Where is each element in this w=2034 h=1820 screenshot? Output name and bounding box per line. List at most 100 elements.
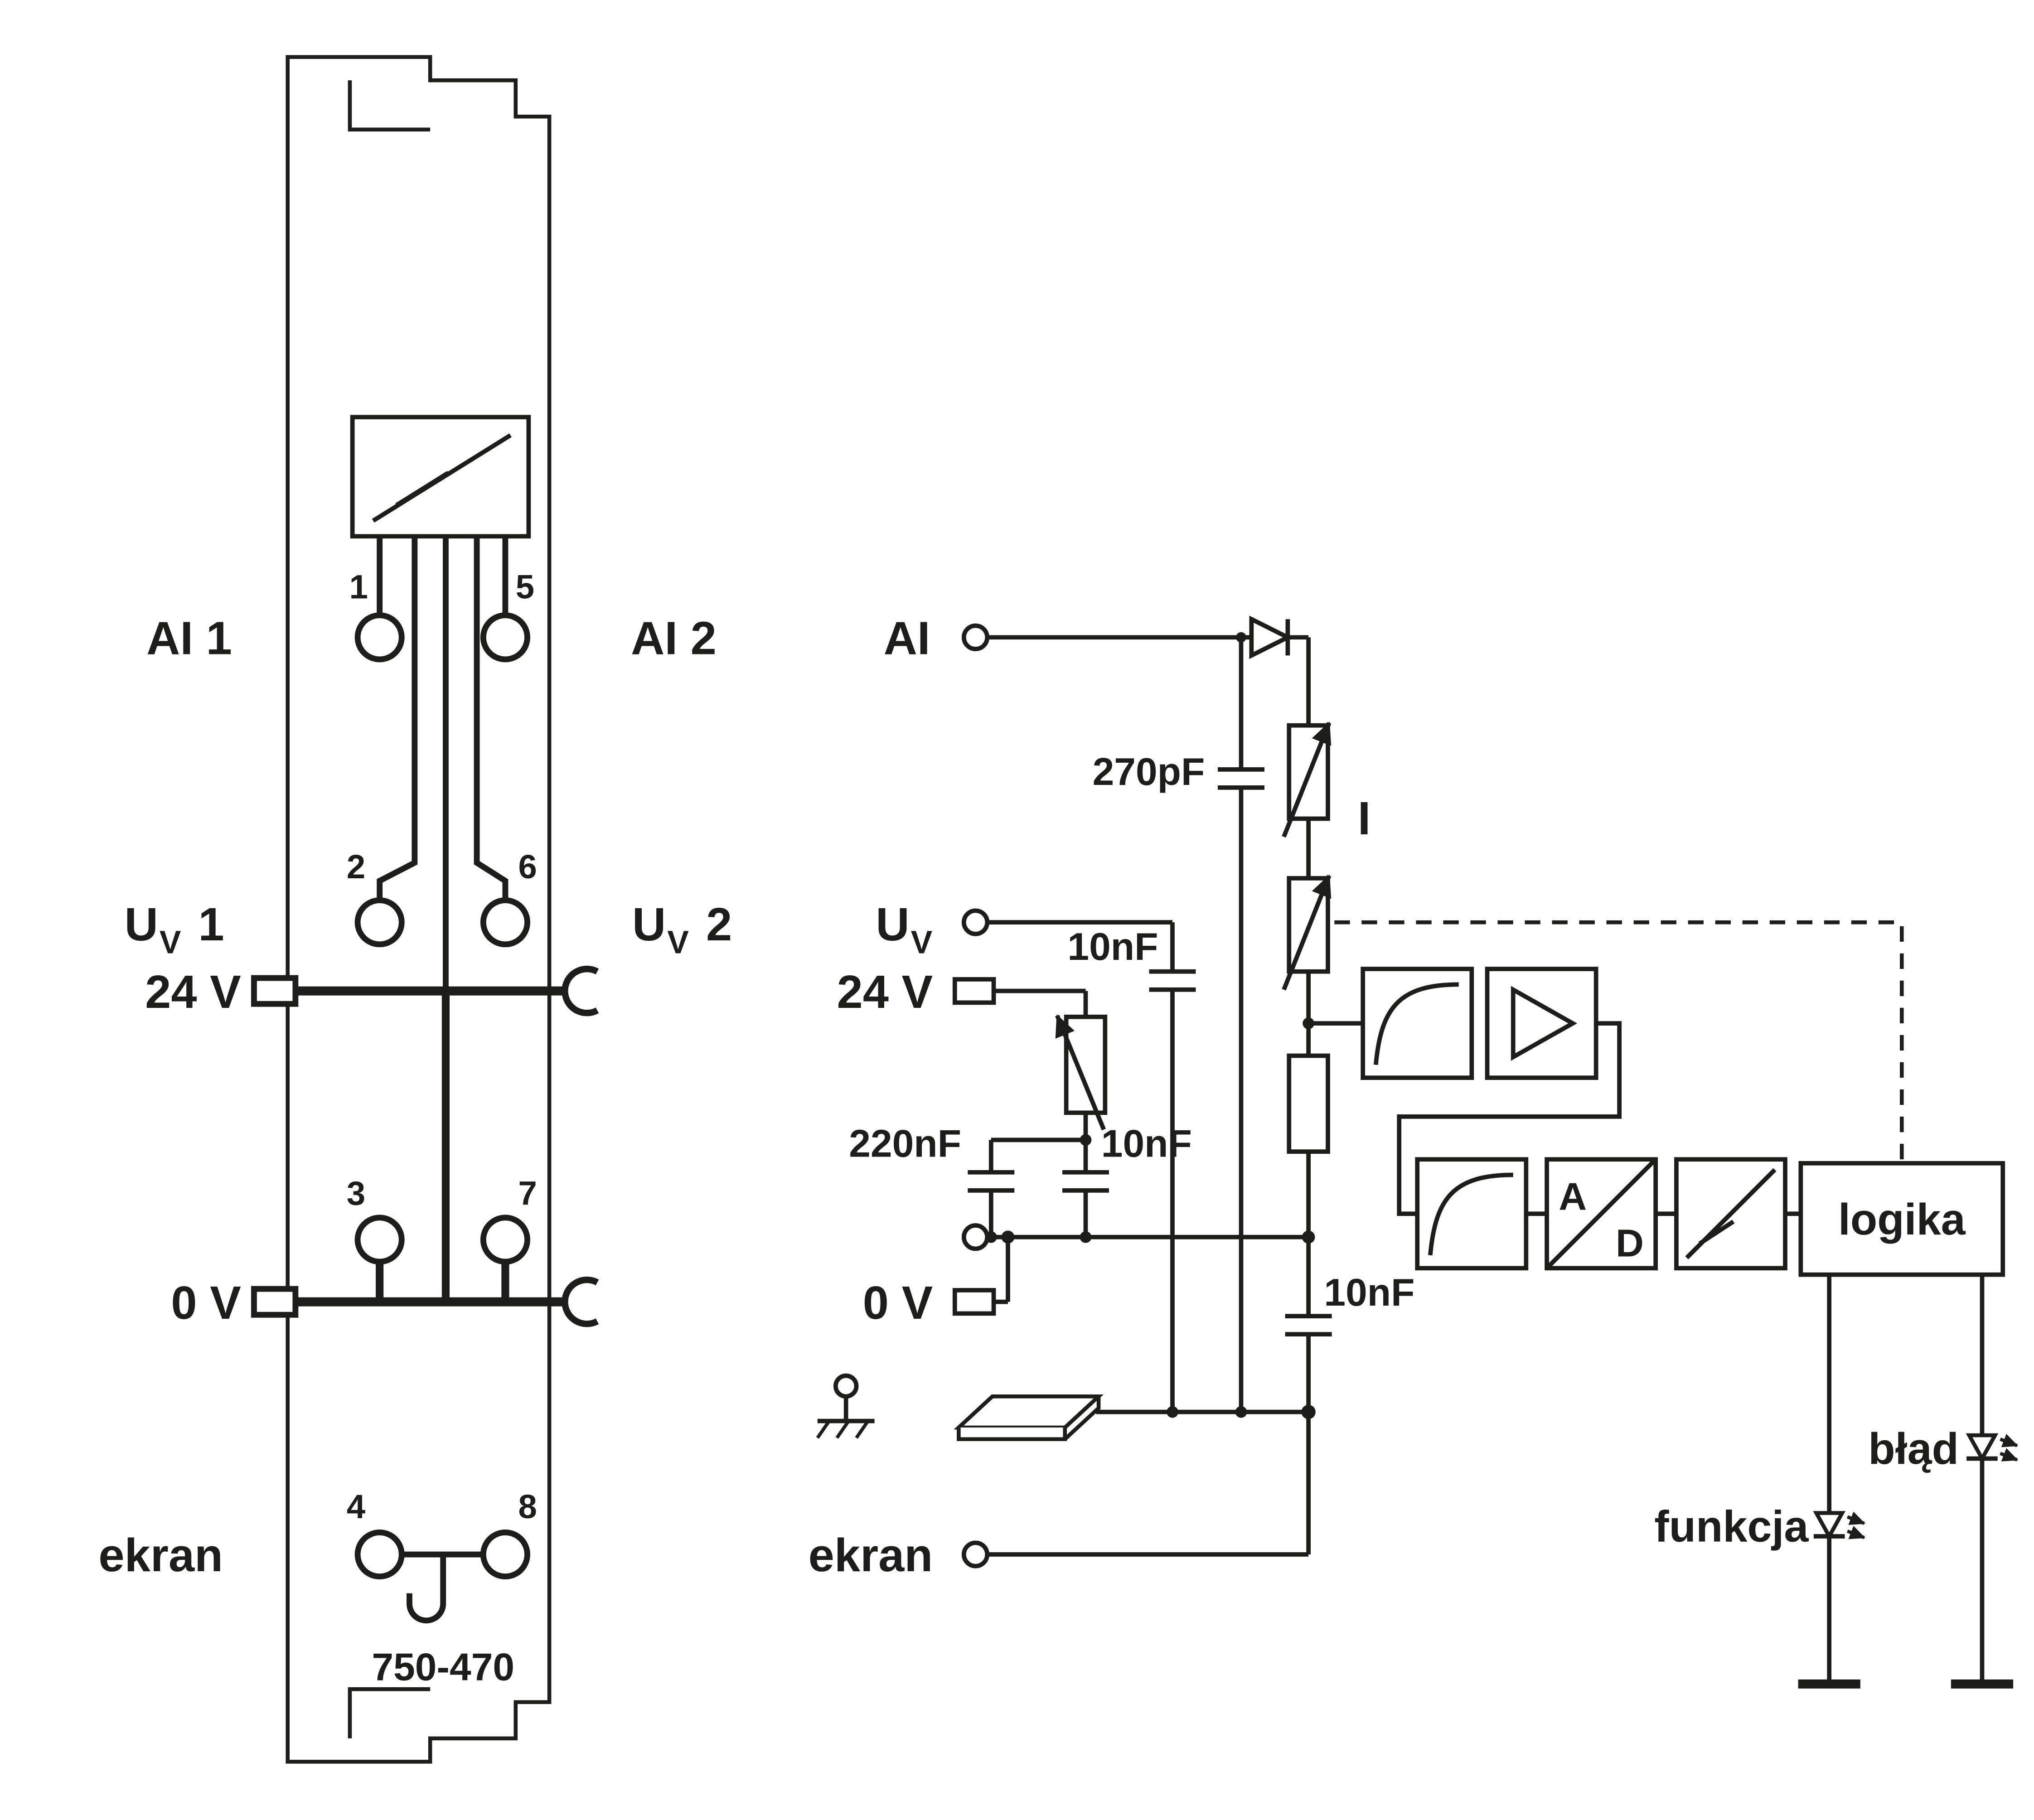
led-function-icon	[1813, 1511, 1846, 1540]
contact-3	[354, 1215, 405, 1265]
terminal-24v-square	[952, 977, 996, 1005]
contact-8	[480, 1530, 530, 1580]
contact-7	[480, 1215, 530, 1265]
pin-number-3: 3	[347, 1174, 365, 1212]
terminal-0v-rail	[961, 1223, 990, 1251]
bus-socket-0v	[562, 1276, 599, 1327]
adc-label-a: A	[1559, 1175, 1587, 1219]
earth-hatch-2	[835, 1420, 850, 1439]
label-uv-sub: V	[911, 925, 933, 961]
label-uv1-num: 1	[199, 898, 224, 950]
label-24v-right: 24 V	[837, 966, 933, 1018]
label-220nf: 220nF	[849, 1122, 961, 1166]
filter-curve-1	[1373, 982, 1459, 1065]
amplifier-triangle-icon	[1511, 986, 1578, 1061]
ground-rail	[816, 1373, 1316, 1557]
wire-pin6	[474, 536, 508, 900]
pin-number-2: 2	[347, 848, 365, 886]
module-isolation-symbol	[350, 415, 531, 539]
wire-pin2	[377, 536, 418, 900]
label-uv2-num: 2	[706, 898, 732, 950]
module-claw-top	[348, 80, 431, 132]
label-ai1: AI 1	[146, 612, 232, 664]
label-current: I	[1358, 792, 1371, 844]
led-indicators: funkcja błąd	[1654, 1274, 2019, 1689]
label-ekran-right: ekran	[809, 1529, 933, 1581]
label-part-number: 750-470	[372, 1645, 514, 1689]
variable-resistor-3-arrow	[1055, 1014, 1106, 1131]
module-claw-bottom	[348, 1687, 431, 1738]
terminal-0v-square	[952, 1288, 996, 1316]
processing-row-2: A D logika	[1415, 1157, 2005, 1277]
label-funkcja: funkcja	[1654, 1501, 1809, 1551]
pin-number-1: 1	[349, 568, 368, 606]
jumper-contact-0v	[251, 1286, 299, 1318]
row-link-wire	[1397, 1021, 1622, 1216]
label-uv-base: U	[876, 898, 909, 950]
amplifier-box	[1485, 967, 1598, 1080]
led-function-ray-2	[1846, 1525, 1866, 1539]
label-10nf-mid: 10nF	[1101, 1122, 1192, 1166]
label-blad: błąd	[1868, 1424, 1959, 1473]
earth-hatch-3	[855, 1420, 870, 1439]
earth-symbol-circle	[833, 1373, 859, 1399]
diode-icon	[1249, 615, 1293, 659]
bus-socket-24v	[562, 965, 599, 1016]
shield-hook	[406, 1552, 446, 1624]
din-rail-side	[1063, 1396, 1101, 1441]
variable-resistor-2-arrow	[1282, 874, 1332, 991]
filter-box-1	[1361, 967, 1474, 1080]
filter-box-2	[1415, 1157, 1529, 1271]
adc-diagonal	[1545, 1157, 1657, 1270]
led-error-ray-2	[2000, 1448, 2019, 1462]
terminal-ekran	[961, 1540, 990, 1568]
led-error-ray-1	[2000, 1433, 2019, 1447]
contact-1	[354, 612, 405, 663]
label-ai: AI	[884, 612, 930, 664]
led-error-icon	[1966, 1433, 1999, 1463]
terminal-labels: AI U V 24 V 0 V ekran	[809, 612, 933, 1581]
contact-5	[480, 612, 530, 663]
label-uv1-sub: V	[160, 925, 181, 961]
isolation2-slash	[1698, 1220, 1735, 1246]
junction-ground-270	[1235, 1406, 1247, 1418]
label-uv1-base: U	[125, 898, 158, 950]
label-270pf: 270pF	[1093, 750, 1205, 794]
isolation-slash	[395, 471, 450, 507]
module-power-buses	[251, 965, 599, 1327]
circuit-diagram: AI U V 24 V 0 V ekran 270pF	[809, 612, 2019, 1689]
fixed-resistor	[1287, 1053, 1330, 1154]
measuring-chain: I 10nF	[1282, 637, 1415, 1412]
logic-label: logika	[1838, 1195, 1966, 1244]
label-0v: 0 V	[171, 1277, 241, 1329]
pin-number-5: 5	[516, 568, 534, 606]
terminal-ai	[961, 623, 990, 651]
junction-ground-uv	[1167, 1406, 1178, 1418]
ai-input-branch: 270pF	[987, 615, 1309, 1412]
label-0v-right: 0 V	[863, 1277, 933, 1329]
jumper-contact-24v	[251, 975, 299, 1007]
variable-resistor-3	[1064, 1014, 1108, 1115]
led-function-ray-1	[1846, 1511, 1866, 1525]
zero-volt-rail	[985, 1230, 1309, 1304]
label-uv2-base: U	[632, 898, 666, 950]
module-outline	[286, 55, 552, 1764]
adc-label-d: D	[1616, 1222, 1644, 1265]
junction-cap-branch	[1080, 1134, 1092, 1146]
pin-number-4: 4	[347, 1488, 365, 1525]
contact-4	[354, 1530, 405, 1580]
supply-branch: 10nF 220nF 10nF	[849, 920, 1196, 1412]
pin-number-6: 6	[518, 848, 537, 886]
label-10nf-uv: 10nF	[1067, 925, 1158, 968]
din-rail-icon	[954, 1394, 1104, 1430]
pin-number-8: 8	[518, 1488, 537, 1525]
filter-curve-2	[1428, 1172, 1513, 1256]
label-10nf-low: 10nF	[1324, 1271, 1414, 1314]
terminal-uv	[961, 908, 990, 936]
junction-cap10mid	[1080, 1231, 1092, 1243]
contact-6	[480, 897, 530, 948]
module-shield-jumper	[402, 1551, 484, 1624]
earth-hatch-1	[816, 1420, 831, 1439]
label-ekran: ekran	[98, 1529, 223, 1581]
